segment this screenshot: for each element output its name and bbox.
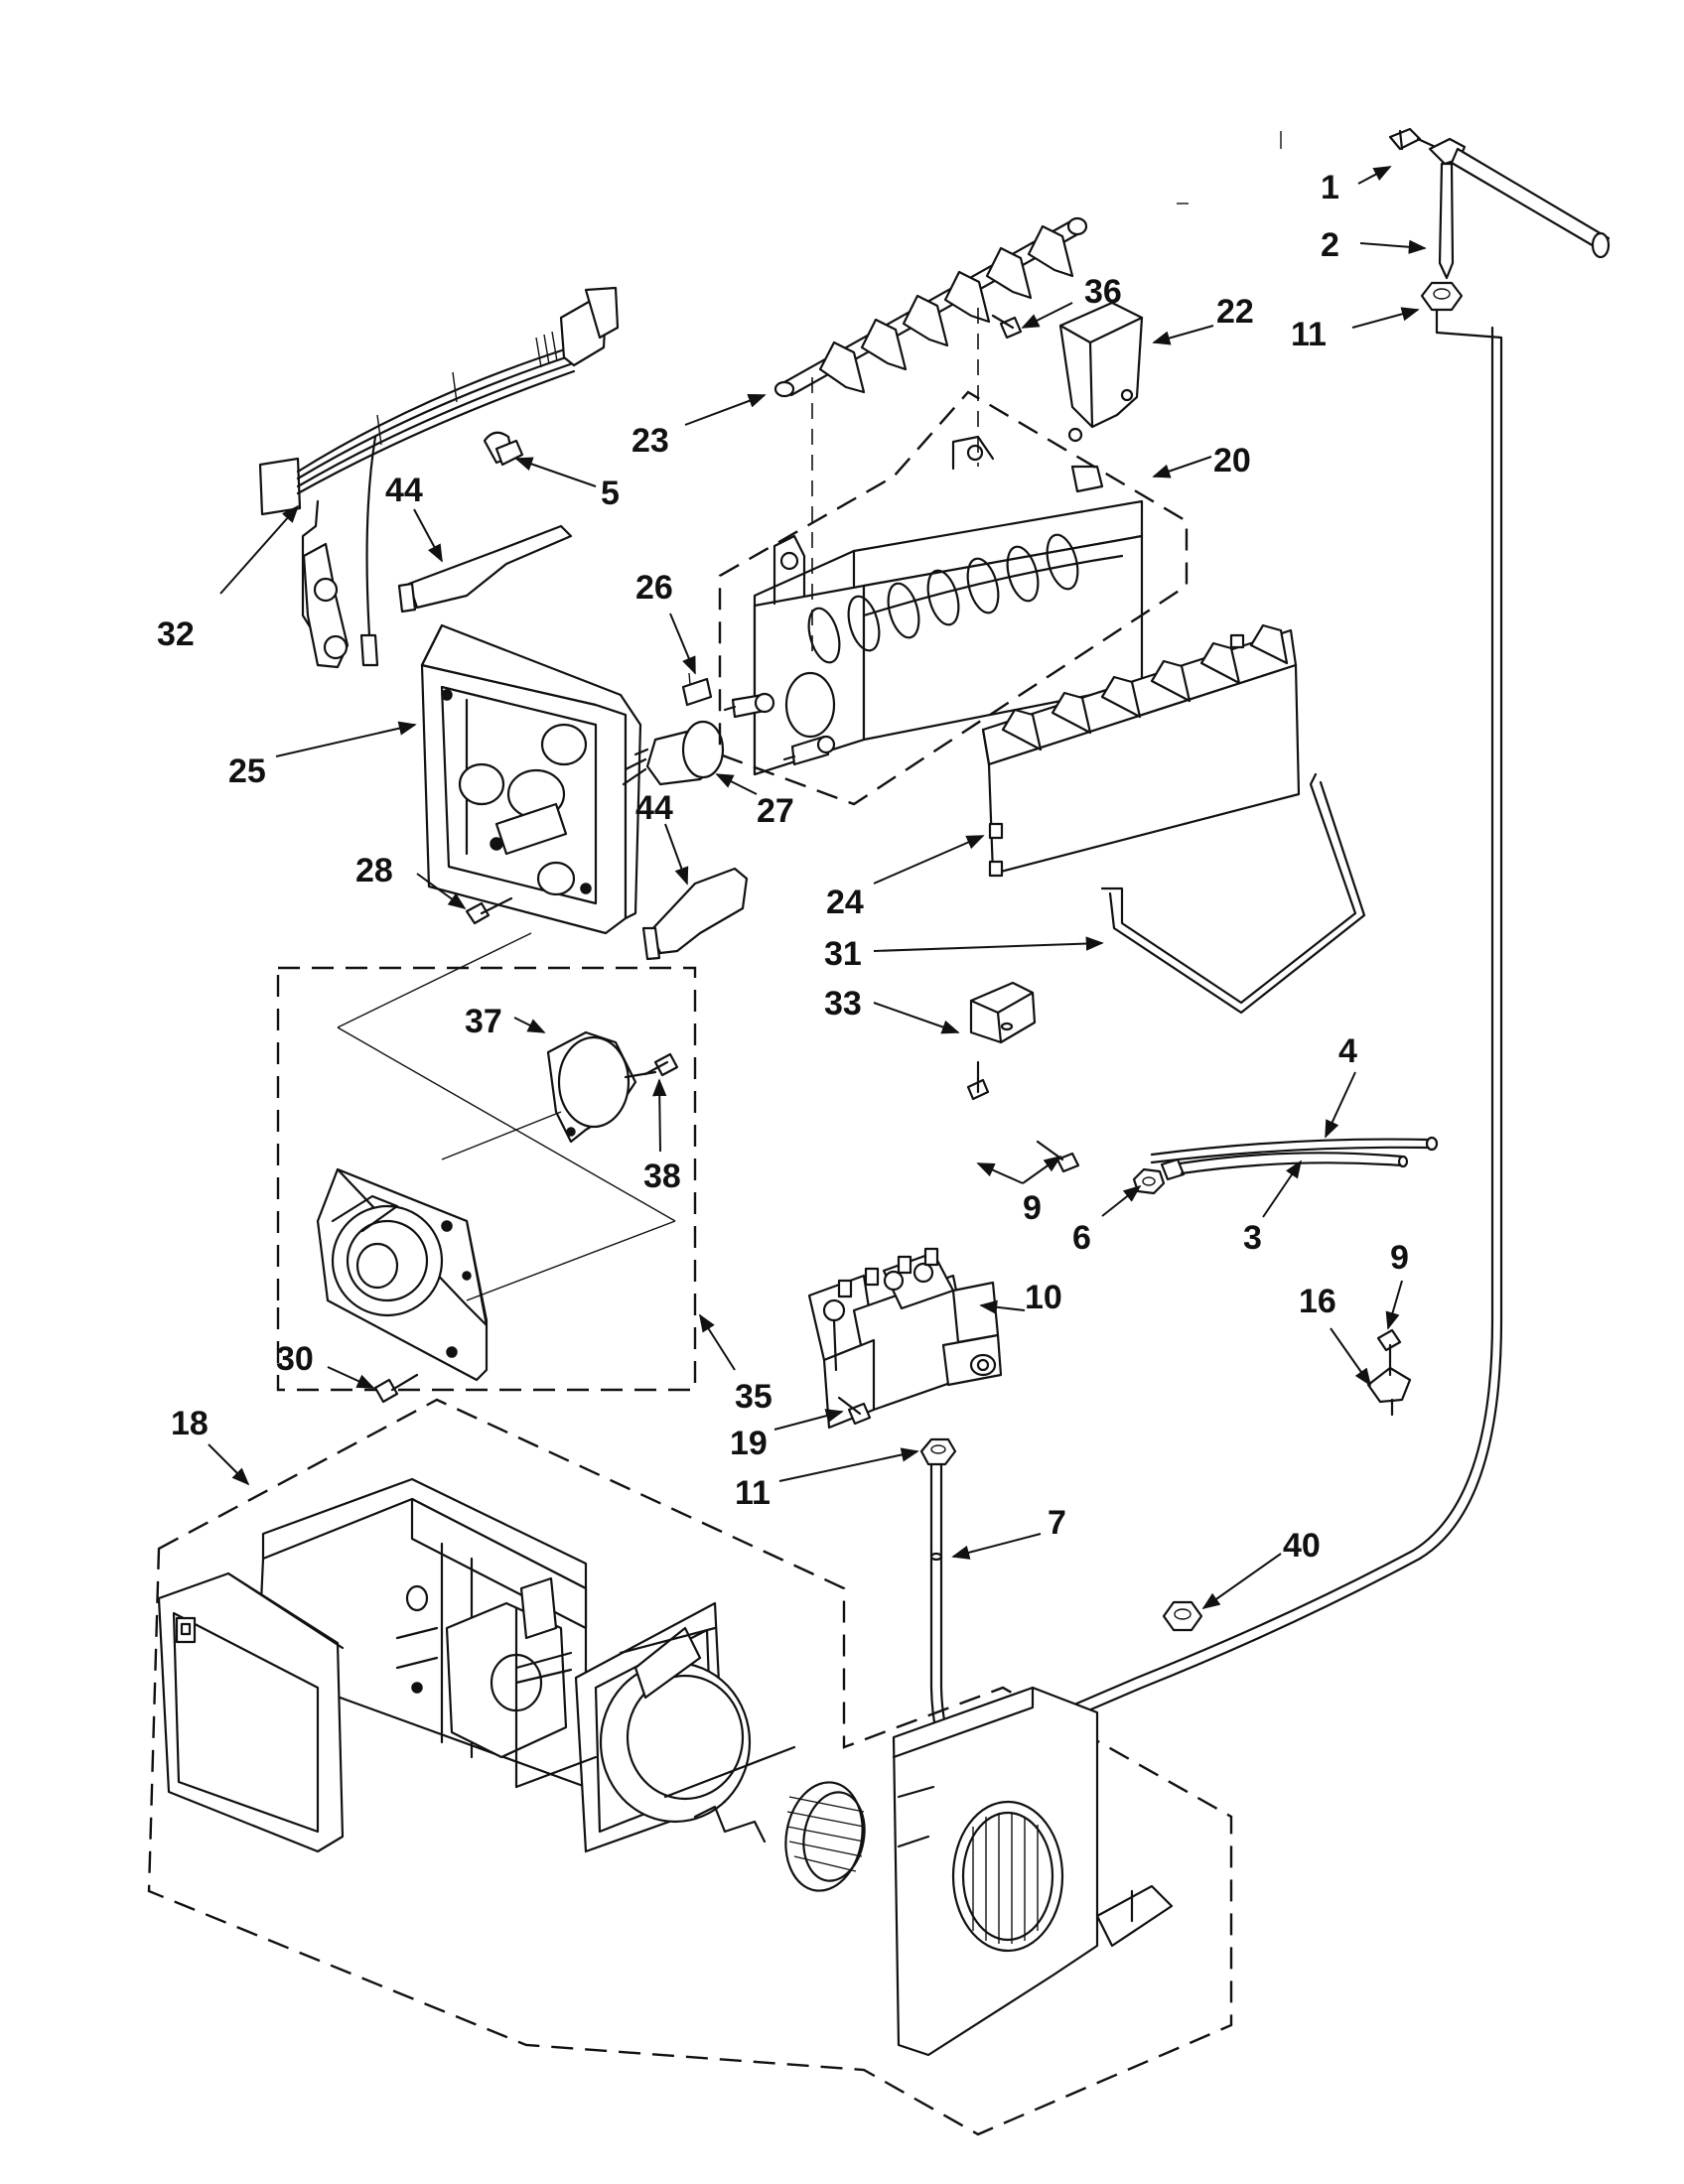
screw-36 [991,314,1023,340]
tube-clip [1366,1366,1412,1417]
nut-11-valve [919,1437,957,1466]
screw-9-right [1376,1328,1402,1377]
callout-9: 9 [1390,1239,1409,1277]
callout-44: 44 [385,472,423,509]
nut-40 [1162,1600,1203,1632]
ice-mold [723,435,1144,776]
fill-tube-lower [1160,1152,1409,1181]
water-supply-tube [996,306,1503,1749]
callout-7: 7 [1048,1504,1066,1542]
fan-blade [784,1781,866,1892]
callout-3: 3 [1243,1219,1262,1257]
callout-27: 27 [757,792,794,830]
saddle-valve-screw [1388,127,1442,151]
callout-44: 44 [635,789,673,827]
callout-2: 2 [1321,226,1339,264]
callout-10: 10 [1025,1279,1062,1316]
callout-31: 31 [824,935,862,973]
callout-30: 30 [276,1340,314,1378]
water-valve [807,1247,1003,1430]
mounting-plate-44-upper [397,524,573,614]
callout-11: 11 [735,1474,771,1512]
callout-28: 28 [355,852,393,889]
callout-labels: 1 2 11 36 22 23 20 5 44 32 26 25 27 44 2… [157,169,1409,1565]
ice-bin-housing [157,1477,588,1853]
assembly-guide-lines [337,932,676,1301]
stripper [981,623,1301,878]
gear-motor [546,1030,657,1144]
compression-nut-top [1420,281,1464,312]
callout-33: 33 [824,985,862,1023]
screw-19 [837,1396,872,1426]
callout-1: 1 [1321,169,1339,206]
screw-38 [643,1052,679,1077]
callout-leaders [208,166,1427,1610]
callout-23: 23 [632,422,669,460]
module-plate [316,1167,489,1382]
thermostat-clip [681,672,713,707]
callout-37: 37 [465,1003,502,1040]
housing-assembly-frame [147,1398,1233,2136]
callout-9: 9 [1023,1189,1042,1227]
control-housing [420,623,642,935]
screws-9-left [966,1060,1080,1173]
callout-6: 6 [1072,1219,1091,1257]
callout-32: 32 [157,615,195,653]
auger-motor-bracket [514,1601,796,1853]
callout-11: 11 [1291,316,1327,353]
mounting-plate-44-lower [641,867,749,961]
screw-28 [465,896,513,925]
callout-18: 18 [171,1405,209,1442]
ejector [773,216,1088,398]
saddle-valve-piercing-pin [1428,137,1611,280]
callout-4: 4 [1338,1032,1357,1070]
motor-assembly-frame [276,966,697,1392]
callout-25: 25 [228,752,266,790]
callout-35: 35 [735,1378,772,1416]
fill-cup [1058,301,1144,443]
nut-6 [1132,1167,1166,1195]
callout-26: 26 [635,569,673,607]
wiring-harness [258,286,620,669]
callout-5: 5 [601,475,620,512]
callout-16: 16 [1299,1283,1336,1320]
callout-40: 40 [1283,1527,1321,1565]
callout-20: 20 [1213,442,1251,479]
callout-22: 22 [1216,293,1254,331]
callout-24: 24 [826,884,864,921]
callout-38: 38 [643,1158,681,1195]
callout-19: 19 [730,1425,768,1462]
fan-housing [892,1686,1174,2057]
callout-36: 36 [1084,273,1122,311]
thermostat [622,720,725,786]
bracket-33 [969,981,1037,1044]
shutoff-arm [1100,772,1366,1015]
screw-30 [373,1373,419,1404]
mold-outline-dashed [718,390,1189,806]
fill-tube-upper [1150,1136,1439,1164]
wire-clip-5 [483,431,524,467]
